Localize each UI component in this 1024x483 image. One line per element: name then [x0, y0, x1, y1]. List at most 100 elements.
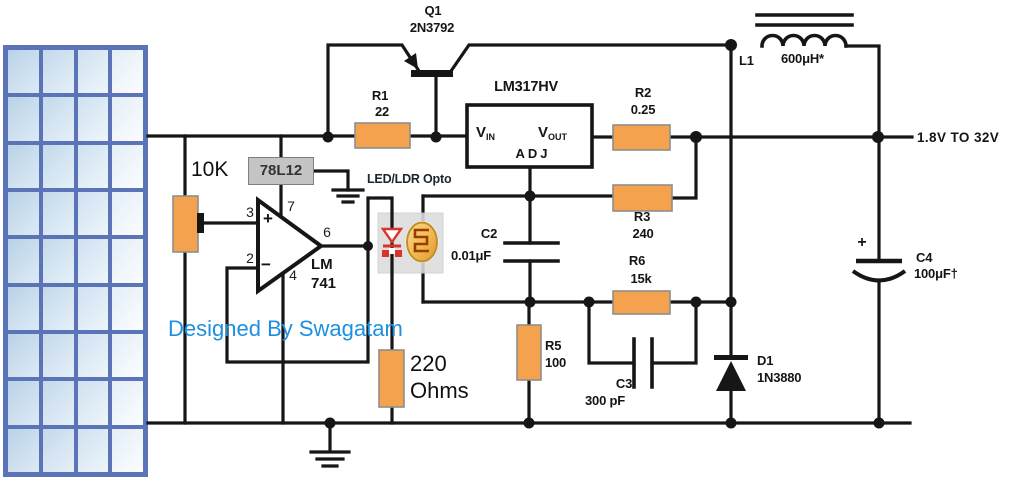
solar-cell	[75, 331, 111, 380]
solar-panel	[3, 45, 148, 477]
opamp-pin6-label: 6	[323, 224, 331, 240]
lm317-name-label: LM317HV	[494, 79, 558, 95]
solar-cell	[6, 142, 41, 190]
ground-symbol-78l12	[331, 188, 365, 204]
r6-resistor-body	[612, 290, 671, 315]
opamp-noninverting-label: +	[263, 209, 273, 228]
solar-cell	[110, 142, 145, 190]
opamp-symbol	[256, 196, 325, 295]
junction-dots	[322, 39, 885, 429]
q1-transistor-symbol	[404, 53, 453, 77]
solar-cell	[6, 189, 41, 238]
r6-value-label: 15k	[630, 271, 652, 286]
solar-cell	[40, 189, 76, 238]
output-voltage-label: 1.8V TO 32V	[917, 130, 1000, 145]
r3-ref-label: R3	[633, 209, 651, 224]
c3-capacitor-symbol	[632, 337, 654, 389]
opamp-name-label-1: LM	[311, 256, 333, 273]
r1-resistor-body	[354, 122, 411, 149]
c2-value-label: 0.01μF	[451, 248, 491, 263]
solar-cell	[110, 189, 145, 238]
c4-polarity-label: +	[857, 234, 867, 251]
r3-value-label: 240	[632, 226, 654, 241]
r6-ref-label: R6	[628, 253, 646, 268]
solar-cell	[6, 426, 41, 474]
q1-ref-label: Q1	[424, 3, 442, 18]
c4-value-label: 100μF†	[914, 266, 958, 281]
d1-diode-symbol	[714, 355, 748, 391]
led-icon	[380, 227, 404, 257]
opamp-pin2-label: 2	[246, 250, 254, 266]
solar-cell	[110, 95, 145, 143]
r2-ref-label: R2	[634, 85, 652, 100]
solar-cell	[40, 331, 76, 380]
q1-part-label: 2N3792	[409, 20, 455, 35]
solar-cell	[40, 379, 76, 427]
l1-value-label: 600μH*	[781, 51, 824, 66]
opamp-name-label-2: 741	[311, 275, 337, 292]
solar-cell	[6, 48, 41, 96]
opto-label: LED/LDR Opto	[367, 172, 452, 186]
78l12-regulator: 78L12	[248, 157, 314, 185]
solar-cell	[6, 237, 41, 285]
r1-value-label: 22	[374, 104, 390, 119]
opamp-pin4-label: 4	[289, 267, 297, 283]
solar-cell	[75, 426, 111, 474]
pot-body	[172, 195, 199, 253]
solar-cell	[110, 331, 145, 380]
c2-ref-label: C2	[480, 226, 498, 241]
r2-value-label: 0.25	[630, 102, 656, 117]
solar-cell	[75, 284, 111, 332]
solar-cell	[6, 95, 41, 143]
solar-cell	[110, 237, 145, 285]
solar-cell	[6, 284, 41, 332]
solar-cell	[110, 426, 145, 474]
r220-value-label-2: Ohms	[410, 378, 469, 403]
r1-ref-label: R1	[371, 88, 389, 103]
solar-cell	[40, 95, 76, 143]
solar-cell	[40, 284, 76, 332]
solar-cell	[110, 284, 145, 332]
r2-resistor-body	[612, 124, 671, 151]
solar-cell	[40, 237, 76, 285]
solar-cell	[6, 331, 41, 380]
solar-cell	[40, 48, 76, 96]
opamp-pin7-label: 7	[287, 198, 295, 214]
pot-wiper	[197, 213, 204, 233]
lm317-vin-label: VIN	[476, 124, 496, 142]
solar-cell	[75, 379, 111, 427]
solar-cell	[40, 142, 76, 190]
c3-ref-label: C3	[615, 376, 633, 391]
c4-ref-label: C4	[916, 250, 933, 265]
designer-credit: Designed By Swagatam	[168, 316, 403, 341]
opamp-pin3-label: 3	[246, 204, 254, 220]
solar-cell	[110, 379, 145, 427]
solar-cell	[110, 48, 145, 96]
c2-capacitor-symbol	[503, 241, 560, 263]
l1-ref-label: L1	[739, 53, 754, 68]
r5-value-label: 100	[545, 355, 567, 370]
c4-capacitor-symbol	[851, 258, 907, 283]
lm317-vout-label: VOUT	[538, 124, 568, 142]
r5-ref-label: R5	[545, 338, 562, 353]
r5-resistor-body	[516, 324, 542, 381]
lm317-box	[465, 103, 594, 169]
r220-value-label-1: 220	[410, 351, 447, 376]
solar-cell	[75, 237, 111, 285]
solar-cell	[75, 142, 111, 190]
solar-cell	[75, 189, 111, 238]
solar-cell	[75, 95, 111, 143]
solar-cell	[6, 379, 41, 427]
pot-value-label: 10K	[191, 158, 229, 181]
d1-part-label: 1N3880	[757, 370, 802, 385]
ldr-icon	[405, 221, 439, 263]
l1-inductor-symbol	[755, 13, 854, 48]
opamp-inverting-label: −	[261, 255, 271, 274]
d1-ref-label: D1	[757, 353, 774, 368]
r220-resistor-body	[378, 349, 405, 408]
solar-cell	[75, 48, 111, 96]
c3-value-label: 300 pF	[585, 393, 625, 408]
ground-symbol-main	[309, 421, 351, 468]
